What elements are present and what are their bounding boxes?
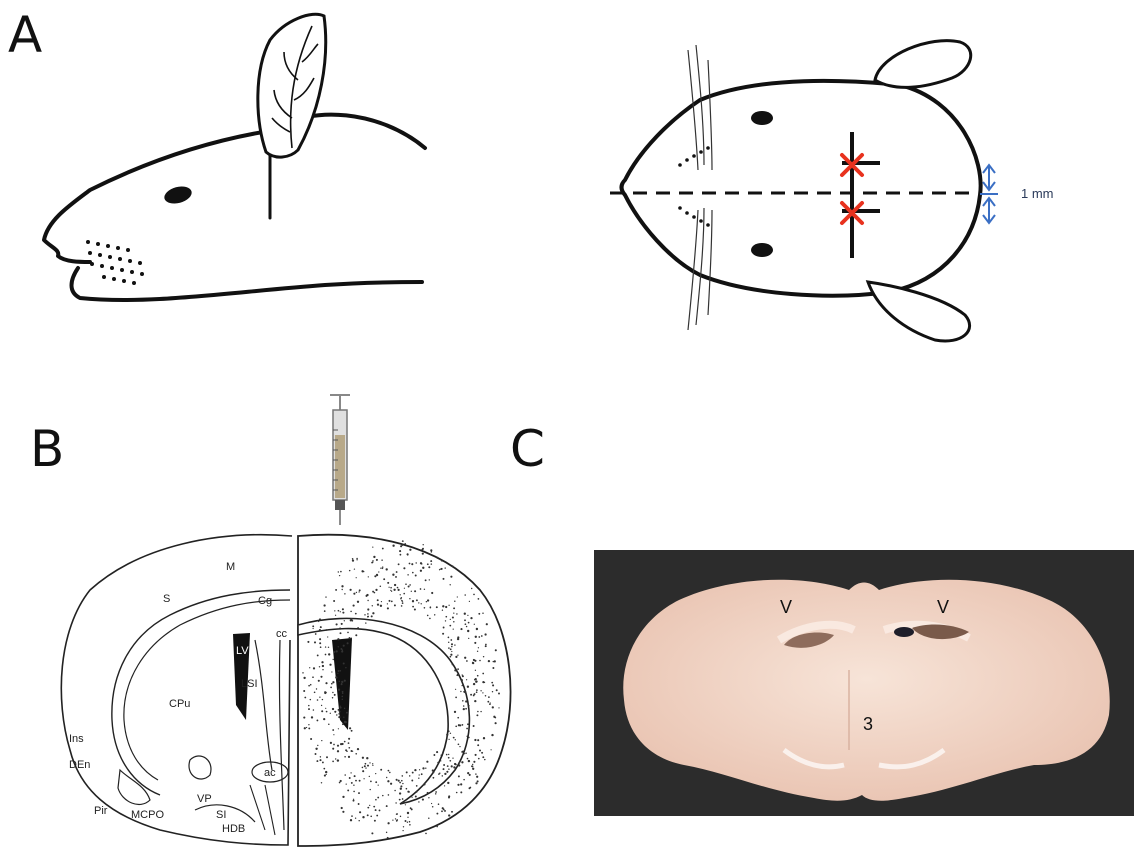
eye-right-icon [751, 243, 773, 257]
right-hemisphere-outline [298, 535, 511, 846]
atlas-label-cc: cc [276, 628, 288, 640]
photo-label-3: 3 [863, 714, 873, 734]
atlas-label-m: M [226, 561, 235, 573]
head-outline-top [44, 115, 425, 262]
eye-icon [162, 184, 193, 207]
atlas-label-cpu: CPu [169, 698, 190, 710]
ear-bottom [868, 282, 970, 341]
eye-left-icon [751, 111, 773, 125]
atlas-label-si: SI [216, 809, 226, 821]
atlas-label-pir: Pir [94, 805, 108, 817]
whisker-dots [86, 240, 144, 285]
atlas-label-hdb: HDB [222, 823, 245, 835]
head-outline-bottom [72, 268, 423, 300]
atlas-label-lsi: LSI [241, 678, 258, 690]
syringe-icon [330, 395, 350, 525]
brain-slice-photo: V V 3 [594, 550, 1134, 816]
atlas-label-vp: VP [197, 793, 212, 805]
scale-label: 1 mm [1021, 186, 1054, 201]
atlas-label-lv: LV [236, 645, 249, 657]
ear-top [875, 41, 971, 88]
atlas-label-mcpo: MCPO [131, 809, 164, 821]
injection-dye-spot [894, 627, 914, 637]
mouse-head-top-view: 1 mm [600, 30, 1080, 360]
atlas-label-ins: Ins [69, 733, 84, 745]
atlas-label-ac: ac [264, 767, 276, 779]
mouse-head-side-view [30, 0, 450, 330]
head-outline [622, 81, 981, 296]
scale-arrow-icon [980, 165, 998, 223]
atlas-label-cg: Cg [258, 595, 272, 607]
atlas-label-den: DEn [69, 759, 90, 771]
photo-label-v-right: V [937, 597, 949, 617]
photo-label-v-left: V [780, 597, 792, 617]
brain-atlas-section: M S Cg LV cc LSI CPu Ins DEn ac VP Pir M… [50, 390, 550, 860]
atlas-label-s: S [163, 593, 170, 605]
